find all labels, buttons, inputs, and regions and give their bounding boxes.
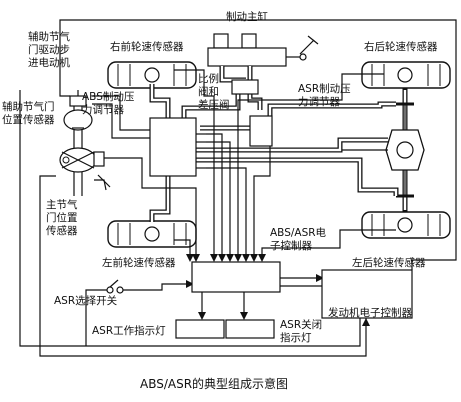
label-rear-right-sensor: 右后轮速传感器 (364, 40, 438, 53)
asr-select-switch-symbol (85, 279, 124, 346)
label-abs-asr-ecu: ABS/ASR电 子控制器 (270, 226, 329, 252)
brake-master-cylinder (207, 33, 319, 67)
hydraulic-lines (149, 66, 399, 222)
label-asr-select-switch: ASR选择开关 (54, 294, 118, 307)
rear-left-wheel (361, 211, 451, 239)
label-abs-modulator: ABS制动压 力调节器 (82, 90, 138, 116)
abs-modulator-ports (196, 133, 206, 169)
abs-modulator-box (149, 117, 197, 177)
label-aux-throttle-sensor: 辅助节气门 位置传感器 (2, 100, 58, 126)
front-right-wheel (107, 61, 197, 89)
signal-arrows (186, 254, 370, 326)
front-left-wheel (107, 220, 197, 248)
label-asr-work-lamp: ASR工作指示灯 (92, 324, 166, 337)
rear-axle (338, 88, 425, 212)
label-rear-left-sensor: 左后轮速传感器 (352, 256, 426, 269)
abs-asr-ecu-box (191, 261, 281, 293)
label-front-left-sensor: 左前轮速传感器 (102, 256, 176, 269)
diagram-caption: ABS/ASR的典型组成示意图 (140, 376, 288, 391)
asr-modulator-box (249, 115, 273, 147)
asr-work-lamp-box (175, 319, 225, 339)
throttle-assembly (59, 90, 111, 196)
proportioning-valve (231, 79, 259, 95)
label-master-cylinder: 制动主缸 (226, 10, 268, 23)
label-asr-modulator: ASR制动压 力调节器 (298, 82, 354, 108)
signal-lines (19, 19, 457, 357)
label-aux-throttle-motor: 辅助节气 门驱动步 进电动机 (28, 30, 73, 69)
asr-off-lamp-box (225, 319, 275, 339)
label-engine-ecu: 发动机电子控制器 (328, 306, 412, 319)
label-asr-off-lamp: ASR关闭 指示灯 (280, 318, 326, 344)
label-proportioning-valve: 比例 阀和 差压阀 (198, 72, 230, 111)
engine-ecu-box (321, 269, 413, 319)
label-main-throttle-sensor: 主节气 门位置 传感器 (46, 198, 81, 237)
rear-right-wheel (361, 61, 451, 89)
label-front-right-sensor: 右前轮速传感器 (110, 40, 184, 53)
